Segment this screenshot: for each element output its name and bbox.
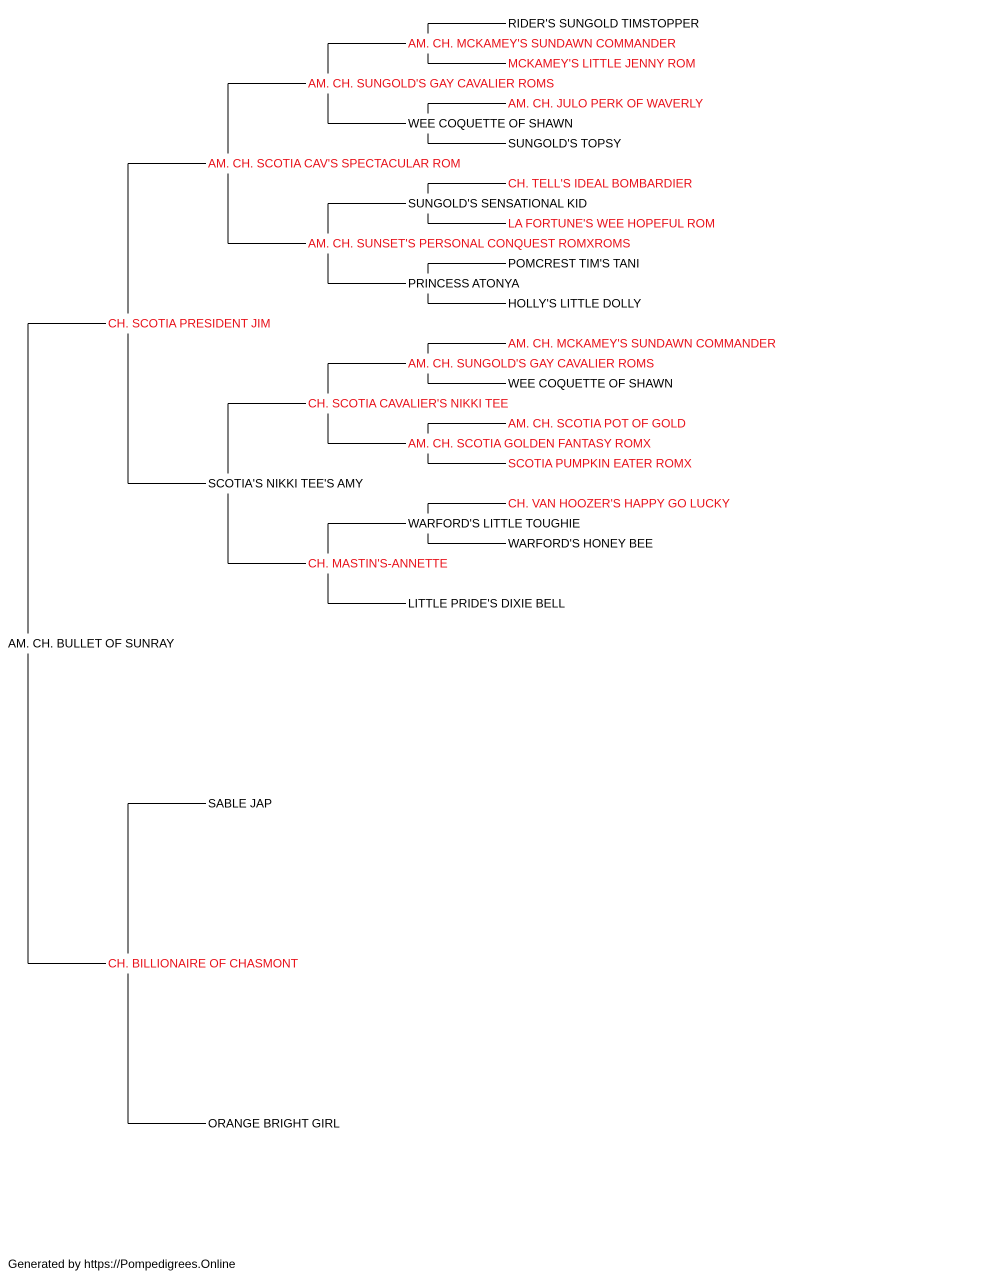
pedigree-name: ORANGE BRIGHT GIRL xyxy=(208,1117,340,1131)
pedigree-name: WEE COQUETTE OF SHAWN xyxy=(508,377,673,391)
pedigree-name: POMCREST TIM'S TANI xyxy=(508,257,639,271)
pedigree-name: CH. VAN HOOZER'S HAPPY GO LUCKY xyxy=(508,497,730,511)
footer-credit: Generated by https://Pompedigrees.Online xyxy=(8,1257,236,1271)
pedigree-name: SABLE JAP xyxy=(208,797,272,811)
pedigree-name: AM. CH. JULO PERK OF WAVERLY xyxy=(508,97,703,111)
pedigree-name: CH. TELL'S IDEAL BOMBARDIER xyxy=(508,177,693,191)
pedigree-name: AM. CH. MCKAMEY'S SUNDAWN COMMANDER xyxy=(408,37,676,51)
pedigree-name: AM. CH. SCOTIA CAV'S SPECTACULAR ROM xyxy=(208,157,461,171)
pedigree-name: WEE COQUETTE OF SHAWN xyxy=(408,117,573,131)
pedigree-name: SCOTIA PUMPKIN EATER ROMX xyxy=(508,457,692,471)
pedigree-name: AM. CH. BULLET OF SUNRAY xyxy=(8,637,174,651)
pedigree-name: WARFORD'S LITTLE TOUGHIE xyxy=(408,517,580,531)
pedigree-name: SUNGOLD'S TOPSY xyxy=(508,137,621,151)
pedigree-name: RIDER'S SUNGOLD TIMSTOPPER xyxy=(508,17,700,31)
pedigree-name: CH. BILLIONAIRE OF CHASMONT xyxy=(108,957,299,971)
pedigree-name: AM. CH. SCOTIA POT OF GOLD xyxy=(508,417,686,431)
pedigree-name: MCKAMEY'S LITTLE JENNY ROM xyxy=(508,57,695,71)
pedigree-name: HOLLY'S LITTLE DOLLY xyxy=(508,297,641,311)
pedigree-name: LITTLE PRIDE'S DIXIE BELL xyxy=(408,597,565,611)
pedigree-name: CH. MASTIN'S-ANNETTE xyxy=(308,557,448,571)
pedigree-name: CH. SCOTIA PRESIDENT JIM xyxy=(108,317,270,331)
pedigree-name: AM. CH. MCKAMEY'S SUNDAWN COMMANDER xyxy=(508,337,776,351)
pedigree-name: CH. SCOTIA CAVALIER'S NIKKI TEE xyxy=(308,397,508,411)
pedigree-name: AM. CH. SCOTIA GOLDEN FANTASY ROMX xyxy=(408,437,651,451)
pedigree-name: SUNGOLD'S SENSATIONAL KID xyxy=(408,197,587,211)
pedigree-name: AM. CH. SUNGOLD'S GAY CAVALIER ROMS xyxy=(308,77,554,91)
pedigree-name: SCOTIA'S NIKKI TEE'S AMY xyxy=(208,477,363,491)
pedigree-name: AM. CH. SUNSET'S PERSONAL CONQUEST ROMXR… xyxy=(308,237,630,251)
pedigree-name: PRINCESS ATONYA xyxy=(408,277,519,291)
pedigree-name: AM. CH. SUNGOLD'S GAY CAVALIER ROMS xyxy=(408,357,654,371)
pedigree-name: WARFORD'S HONEY BEE xyxy=(508,537,653,551)
pedigree-name: LA FORTUNE'S WEE HOPEFUL ROM xyxy=(508,217,715,231)
